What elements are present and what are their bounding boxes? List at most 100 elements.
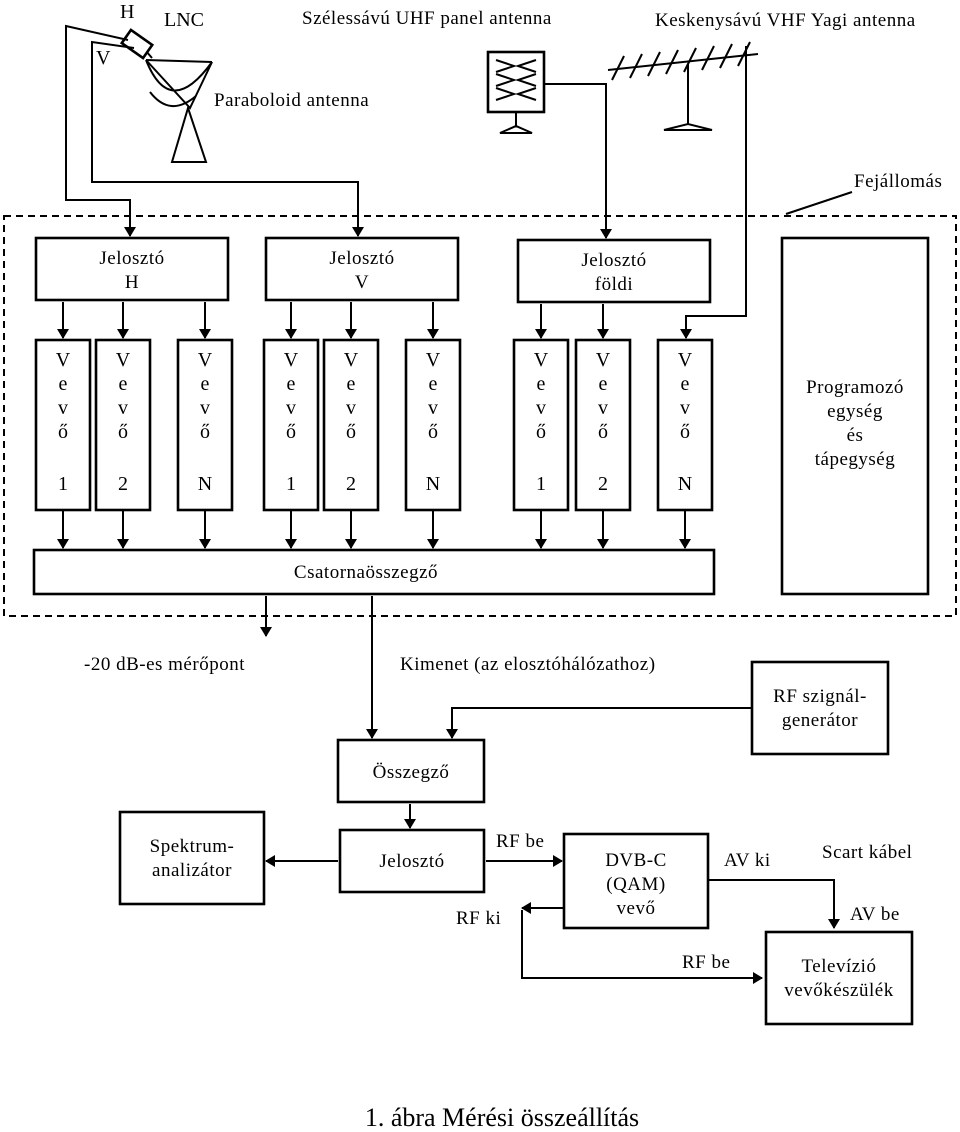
scart-label: Scart kábel	[822, 842, 912, 863]
tv-line2: vevőkészülék	[784, 980, 893, 1001]
programmer-unit: Programozó egység és tápegység	[780, 236, 930, 596]
splitter-v-line1: Jelosztó	[329, 248, 394, 269]
paraboloid-antenna	[119, 28, 213, 163]
av-be-label: AV be	[850, 904, 900, 925]
receiver-letter: V	[56, 349, 71, 371]
receiver-letter: ő	[536, 421, 546, 443]
receiver-letter: ő	[58, 421, 68, 443]
programmer-line3: és	[847, 425, 864, 446]
receiver-letter: ő	[118, 421, 128, 443]
summer-box: Összegző	[336, 738, 486, 804]
splitter-terrestrial-line2: földi	[595, 274, 633, 295]
channel-combiner: Csatornaösszegző	[32, 548, 716, 596]
receiver-letter: e	[681, 373, 690, 395]
rf-be-label: RF be	[496, 831, 544, 852]
splitter-2-label: Jelosztó	[379, 851, 444, 872]
figure-caption: 1. ábra Mérési összeállítás	[365, 1103, 639, 1132]
receiver-letter: e	[599, 373, 608, 395]
rf-gen-line2: generátor	[782, 710, 858, 731]
receiver-letter: v	[680, 397, 690, 419]
spectrum-line2: analizátor	[152, 860, 232, 881]
vhf-yagi-antenna-icon	[607, 41, 759, 131]
lnc-icon	[119, 28, 155, 60]
dvbc-line1: DVB-C	[605, 850, 667, 871]
tv-line1: Televízió	[802, 956, 877, 977]
splitter-terrestrial-line1: Jelosztó	[581, 250, 646, 271]
receiver-letter: V	[284, 349, 299, 371]
receiver-letter: ő	[598, 421, 608, 443]
rf-signal-generator: RF szignál- generátor	[750, 660, 890, 756]
splitter-h: Jelosztó H	[34, 236, 230, 302]
receiver-letter: e	[537, 373, 546, 395]
receiver-letter: ő	[286, 421, 296, 443]
combiner-label: Csatornaösszegző	[294, 562, 438, 583]
rf-ki-label: RF ki	[456, 908, 501, 929]
receiver-letter: ő	[428, 421, 438, 443]
receiver-letter: e	[201, 373, 210, 395]
receiver-number: 2	[118, 473, 128, 495]
receiver-letter: v	[428, 397, 438, 419]
receiver-letter: V	[534, 349, 549, 371]
receiver-letter: v	[58, 397, 68, 419]
programmer-line2: egység	[827, 401, 883, 422]
label-headend: Fejállomás	[854, 171, 942, 192]
receiver-number: 2	[346, 473, 356, 495]
tv-receiver: Televízió vevőkészülék	[764, 930, 914, 1026]
programmer-line1: Programozó	[806, 377, 904, 398]
receiver-letter: V	[678, 349, 693, 371]
receiver-letter: v	[118, 397, 128, 419]
receiver-number: 1	[58, 473, 68, 495]
headend-border	[3, 215, 957, 617]
spectrum-line1: Spektrum-	[150, 836, 235, 857]
receiver-letter: e	[59, 373, 68, 395]
splitter-terrestrial: Jelosztó földi	[516, 238, 712, 304]
receiver-letter: v	[598, 397, 608, 419]
receiver-letter: ő	[346, 421, 356, 443]
receiver-letter: V	[344, 349, 359, 371]
receiver-number: 1	[286, 473, 296, 495]
receiver-letter: V	[198, 349, 213, 371]
receiver-letter: e	[429, 373, 438, 395]
splitter-v: Jelosztó V	[264, 236, 460, 302]
label-lnc: LNC	[164, 9, 204, 31]
receiver-letter: v	[346, 397, 356, 419]
receiver-letter: v	[200, 397, 210, 419]
receiver-letter: e	[119, 373, 128, 395]
receiver-number: N	[426, 473, 440, 495]
receiver-letter: V	[426, 349, 441, 371]
label-uhf-antenna: Szélessávú UHF panel antenna	[302, 8, 552, 29]
programmer-line4: tápegység	[815, 449, 895, 470]
av-ki-label: AV ki	[724, 850, 771, 871]
label-vhf-antenna: Keskenysávú VHF Yagi antenna	[655, 10, 916, 31]
dvbc-line3: vevő	[617, 898, 656, 919]
label-paraboloid: Paraboloid antenna	[214, 90, 369, 111]
receiver-letter: ő	[680, 421, 690, 443]
rf-be-2-label: RF be	[682, 952, 730, 973]
receiver-group: Vevő1Vevő2VevőNVevő1Vevő2VevőNVevő1Vevő2…	[34, 302, 714, 549]
receiver-number: 1	[536, 473, 546, 495]
receiver-letter: v	[536, 397, 546, 419]
splitter-h-line1: Jelosztó	[99, 248, 164, 269]
receiver-number: N	[678, 473, 692, 495]
receiver-letter: e	[347, 373, 356, 395]
receiver-number: 2	[598, 473, 608, 495]
receiver-letter: V	[116, 349, 131, 371]
receiver-letter: V	[596, 349, 611, 371]
label-v: V	[96, 47, 111, 69]
receiver-letter: e	[287, 373, 296, 395]
receiver-letter: v	[286, 397, 296, 419]
summer-label: Összegző	[373, 762, 450, 783]
splitter-v-line2: V	[355, 272, 369, 293]
splitter-2: Jelosztó	[338, 828, 486, 894]
uhf-panel-antenna-icon	[486, 50, 546, 134]
